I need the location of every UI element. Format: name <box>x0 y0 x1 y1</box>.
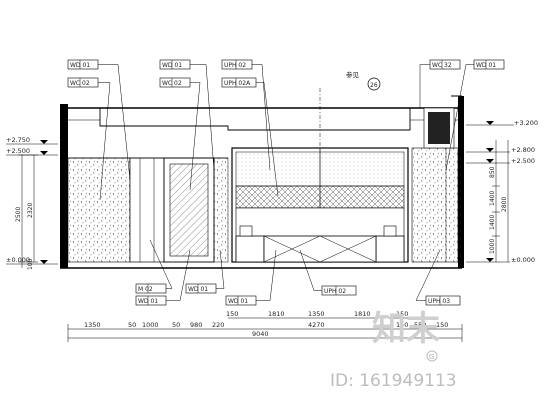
svg-text:WC 02: WC 02 <box>162 80 182 87</box>
dim-left-2: 2320 <box>27 203 34 218</box>
svg-text:G: G <box>429 353 434 361</box>
tag-bottom-1: M 02 <box>135 239 173 294</box>
ref-circle <box>367 77 381 91</box>
tag-top-4: WC 02 <box>159 77 201 191</box>
dim-b2-6: 220 <box>212 321 224 329</box>
dims-bottom: 150 1810 1350 1810 150 1350 50 1000 50 9… <box>67 310 463 342</box>
level-right-2: +2.800 <box>511 146 535 154</box>
dim-right-1: 850 <box>489 166 496 178</box>
elevation-frame <box>60 95 464 269</box>
dim-b1-4: 1810 <box>354 310 371 318</box>
levels-right: +3.200 +2.800 +2.500 ±0.000 <box>466 119 538 264</box>
dim-b2-7: 4270 <box>308 321 325 329</box>
dim-right-3: 1400 <box>489 215 496 230</box>
dims-left: 2500 2320 100 <box>15 154 38 270</box>
level-left-1: +2.750 <box>6 136 30 144</box>
material-tags-top: WD 01 WC 02 WD 01 WC 02 <box>67 59 505 201</box>
dim-b2-4: 50 <box>172 321 180 329</box>
levels-left: +2.750 +2.500 ±0.000 <box>6 136 58 265</box>
svg-text:UPH 02: UPH 02 <box>224 62 246 69</box>
tag-top-1: WD 01 <box>67 59 131 181</box>
ref-label: 参见 <box>346 70 360 79</box>
dim-b1-3: 1350 <box>308 310 325 318</box>
level-right-4: ±0.000 <box>511 256 535 264</box>
tag-bottom-6: UPH 03 <box>415 249 461 306</box>
dim-b2-1: 1350 <box>84 321 101 329</box>
dim-left-3: 100 <box>27 258 34 270</box>
tag-top-5: UPH 02 <box>221 59 271 171</box>
left-wall-panels <box>67 157 229 263</box>
dim-b2-8: 150 <box>396 321 408 329</box>
watermark-brand: 知末 <box>372 309 440 349</box>
svg-text:WD 01: WD 01 <box>476 62 496 69</box>
dim-right-5: 2800 <box>501 197 508 212</box>
right-wall-panels <box>411 107 459 263</box>
headboard <box>231 147 409 263</box>
svg-text:UPH 02A: UPH 02A <box>224 80 251 87</box>
svg-text:M 02: M 02 <box>138 286 153 293</box>
tag-top-2: WC 02 <box>67 77 111 201</box>
level-right-1: +3.200 <box>514 119 538 127</box>
dim-right-2: 1400 <box>489 191 496 206</box>
level-left-2: +2.500 <box>6 147 30 155</box>
level-left-3: ±0.000 <box>6 256 30 264</box>
dim-b2-3: 1000 <box>142 321 159 329</box>
dim-b2-5: 980 <box>190 321 202 329</box>
dim-b1-5: 150 <box>396 310 408 318</box>
watermark: 知末 G ID: 161949113 <box>330 309 457 391</box>
svg-text:WD 01: WD 01 <box>162 62 182 69</box>
watermark-id: ID: 161949113 <box>330 371 457 391</box>
ref-code: 26 <box>370 82 378 89</box>
svg-text:WD 01: WD 01 <box>70 62 90 69</box>
tag-bottom-5: UPH 02 <box>299 249 357 296</box>
dim-b2-10: 150 <box>436 321 448 329</box>
tag-top-8: WD 01 <box>445 59 505 171</box>
dim-right-4: 1000 <box>489 239 496 254</box>
tag-top-3: WD 01 <box>159 59 215 171</box>
dims-right: 850 1400 1400 1000 2800 <box>489 140 509 262</box>
tag-bottom-4: WD 01 <box>225 249 277 306</box>
tag-bottom-3: WD 01 <box>185 249 225 294</box>
svg-text:WD 01: WD 01 <box>138 298 158 305</box>
tag-top-7: WC 32 <box>419 59 461 108</box>
dim-b2-2: 50 <box>128 321 136 329</box>
tag-top-6: UPH 02A <box>221 77 279 197</box>
svg-text:WD 01: WD 01 <box>228 298 248 305</box>
svg-text:WC 32: WC 32 <box>432 62 452 69</box>
svg-text:WD 01: WD 01 <box>188 286 208 293</box>
tag-bottom-2: WD 01 <box>135 249 191 306</box>
svg-text:WC 02: WC 02 <box>70 80 90 87</box>
dim-left-1: 2500 <box>15 207 22 222</box>
dim-b2-9: 550 <box>414 321 426 329</box>
dim-total: 9040 <box>252 330 269 338</box>
level-right-3: +2.500 <box>511 157 535 165</box>
dim-b1-2: 1810 <box>268 310 285 318</box>
material-tags-bottom: M 02 WD 01 WD 01 WD 01 U <box>135 239 461 306</box>
reference-callout: 参见 26 <box>319 70 381 148</box>
svg-text:UPH 02: UPH 02 <box>324 288 346 295</box>
svg-text:UPH 03: UPH 03 <box>428 298 450 305</box>
dim-b1-1: 150 <box>226 310 238 318</box>
